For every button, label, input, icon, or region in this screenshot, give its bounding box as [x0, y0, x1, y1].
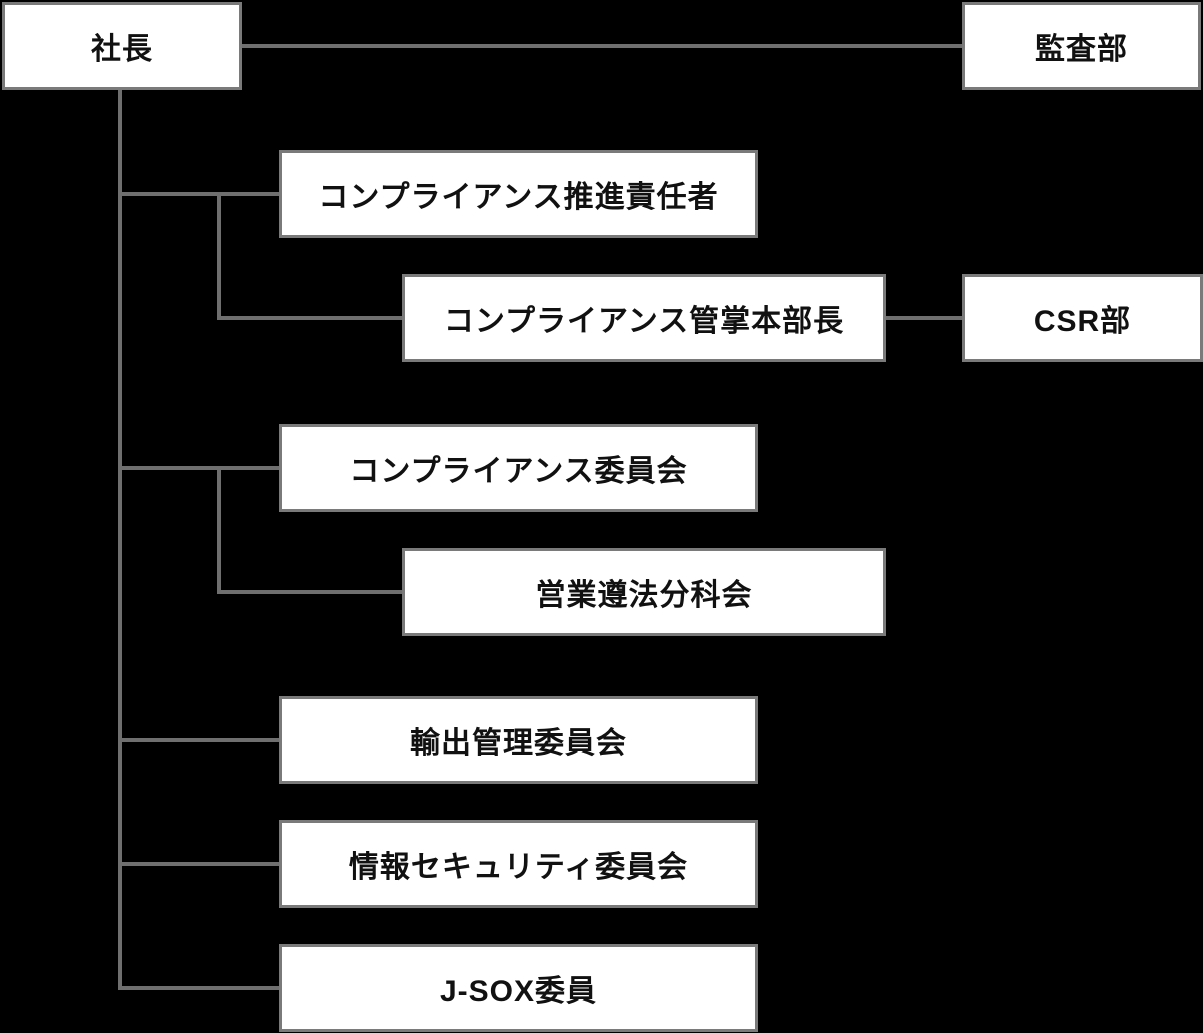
org-node-compliance-promotion-officer: コンプライアンス推進責任者 — [279, 150, 758, 238]
org-node-sales-compliance-subcommittee: 営業遵法分科会 — [402, 548, 886, 636]
connector-branch-general-manager — [217, 316, 402, 320]
org-node-compliance-committee: コンプライアンス委員会 — [279, 424, 758, 512]
org-node-information-security-committee-label: 情報セキュリティ委員会 — [348, 851, 689, 884]
org-node-export-control-committee-label: 輸出管理委員会 — [410, 727, 627, 760]
org-node-sales-compliance-subcommittee-label: 営業遵法分科会 — [535, 579, 753, 612]
org-node-export-control-committee: 輸出管理委員会 — [279, 696, 758, 784]
connector-branch-sales-subcommittee — [217, 590, 402, 594]
connector-trunk-export-committee — [118, 738, 279, 742]
org-node-compliance-committee-label: コンプライアンス委員会 — [349, 455, 688, 488]
org-node-president: 社長 — [2, 2, 242, 90]
connector-trunk-compliance-committee — [118, 466, 279, 470]
org-node-audit-department-label: 監査部 — [1035, 33, 1128, 66]
org-node-compliance-promotion-officer-label: コンプライアンス推進責任者 — [318, 181, 719, 214]
org-node-jsox-members: J-SOX委員 — [279, 944, 758, 1032]
connector-president-trunk — [118, 90, 122, 990]
org-node-compliance-general-manager-label: コンプライアンス管掌本部長 — [443, 305, 845, 338]
connector-committee-branch-vertical — [217, 466, 221, 594]
connector-trunk-infosec-committee — [118, 862, 279, 866]
connector-trunk-promotion-officer — [118, 192, 279, 196]
org-node-president-label: 社長 — [91, 33, 153, 66]
connector-president-audit — [242, 44, 962, 48]
org-node-compliance-general-manager: コンプライアンス管掌本部長 — [402, 274, 886, 362]
connector-general-manager-csr — [886, 316, 962, 320]
connector-trunk-jsox — [118, 986, 279, 990]
connector-promotion-branch-vertical — [217, 192, 221, 320]
org-node-audit-department: 監査部 — [962, 2, 1201, 90]
org-node-csr-department-label: CSR部 — [1033, 305, 1132, 338]
org-node-csr-department: CSR部 — [962, 274, 1203, 362]
org-node-information-security-committee: 情報セキュリティ委員会 — [279, 820, 758, 908]
org-node-jsox-members-label: J-SOX委員 — [439, 975, 598, 1008]
